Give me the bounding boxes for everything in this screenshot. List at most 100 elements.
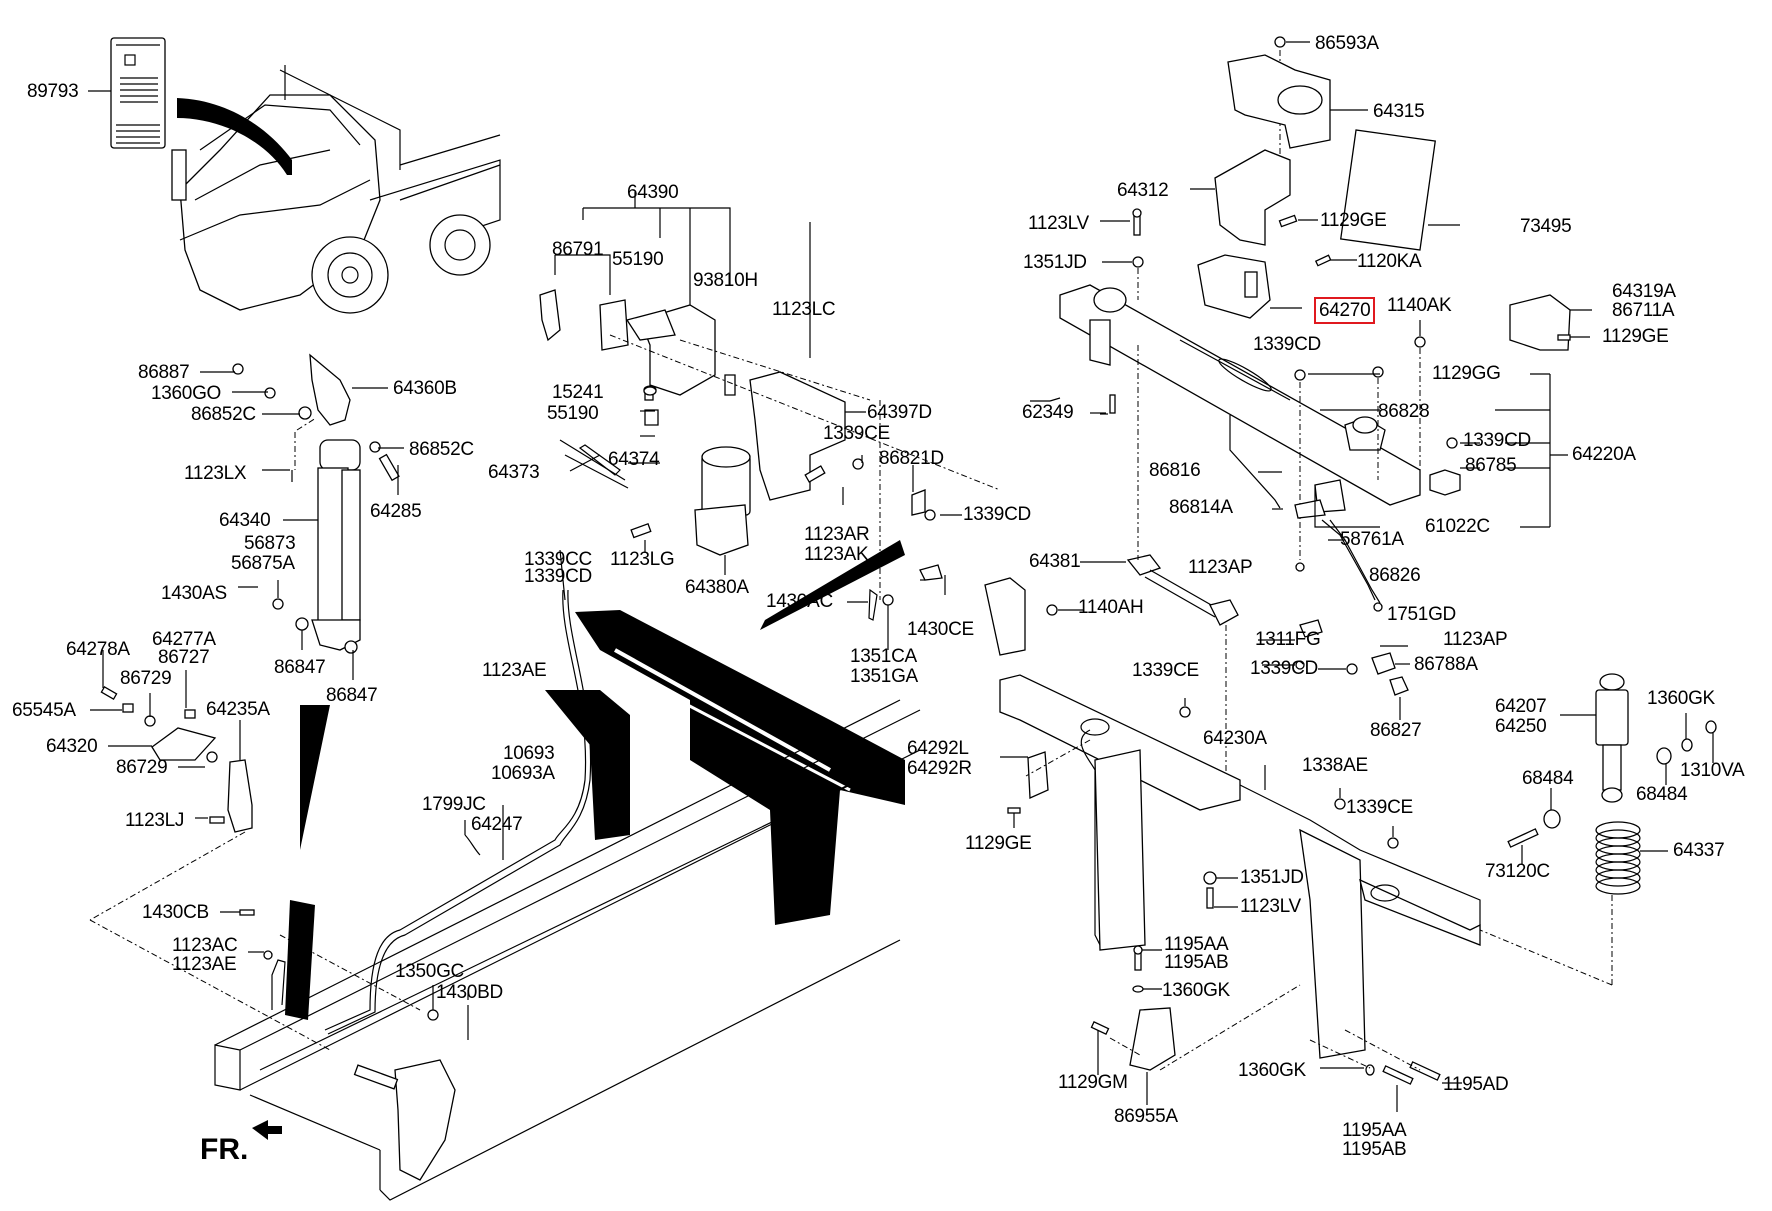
part-label[interactable]: 1351JD (1023, 252, 1087, 273)
part-label[interactable]: 1123AR (804, 524, 870, 545)
part-label-highlighted-64270[interactable]: 64270 (1313, 297, 1376, 324)
part-label[interactable]: 68484 (1522, 768, 1574, 789)
part-label[interactable]: 1123LV (1240, 896, 1301, 917)
part-label[interactable]: 64340 (219, 510, 271, 531)
part-label[interactable]: 65545A (12, 700, 76, 721)
part-label[interactable]: 1195AA (1342, 1120, 1407, 1141)
part-label[interactable]: 1430CE (907, 619, 974, 640)
part-label[interactable]: 1129GE (1320, 210, 1387, 231)
part-label[interactable]: 86852C (409, 439, 474, 460)
part-label[interactable]: 1339CC (524, 549, 592, 570)
part-label[interactable]: 1339CD (963, 504, 1031, 525)
part-label[interactable]: 86816 (1149, 460, 1201, 481)
part-label[interactable]: 1120KA (1357, 251, 1422, 272)
part-label[interactable]: 1430AS (161, 583, 227, 604)
part-label[interactable]: 1123AP (1188, 557, 1253, 578)
part-label[interactable]: 1195AA (1164, 934, 1229, 955)
part-label[interactable]: 1123LC (772, 299, 836, 320)
part-label[interactable]: 10693A (491, 763, 555, 784)
part-label[interactable]: 86788A (1414, 654, 1478, 675)
part-label[interactable]: 1123LX (184, 463, 247, 484)
part-label[interactable]: 58761A (1340, 529, 1404, 550)
part-label[interactable]: 1123LV (1028, 213, 1089, 234)
part-label[interactable]: 62349 (1022, 402, 1074, 423)
part-label[interactable]: 55190 (612, 249, 664, 270)
part-label[interactable]: 1123LG (610, 549, 675, 570)
part-label[interactable]: 1140AK (1387, 295, 1452, 316)
part-label[interactable]: 64381 (1029, 551, 1081, 572)
part-label[interactable]: 86729 (120, 668, 172, 689)
part-label[interactable]: 1430CB (142, 902, 209, 923)
part-label[interactable]: 1123AC (172, 935, 238, 956)
part-label[interactable]: 1123AP (1443, 629, 1508, 650)
part-label[interactable]: 64230A (1203, 728, 1267, 749)
part-label[interactable]: 86847 (326, 685, 378, 706)
part-label[interactable]: 86847 (274, 657, 326, 678)
part-label[interactable]: 1799JC (422, 794, 486, 815)
part-label[interactable]: 64278A (66, 639, 130, 660)
part-label[interactable]: 1123AK (804, 544, 869, 565)
part-label[interactable]: 64220A (1572, 444, 1636, 465)
part-label[interactable]: 86821D (879, 448, 944, 469)
part-label[interactable]: 73495 (1520, 216, 1572, 237)
part-label[interactable]: 1140AH (1078, 597, 1144, 618)
part-label[interactable]: 64373 (488, 462, 540, 483)
part-label[interactable]: 1339CD (524, 566, 592, 587)
part-label[interactable]: 64337 (1673, 840, 1725, 861)
part-label[interactable]: 1339CE (823, 423, 890, 444)
part-label[interactable]: 1129GE (1602, 326, 1669, 347)
part-label[interactable]: 89793 (27, 81, 79, 102)
part-label[interactable]: 86955A (1114, 1106, 1178, 1127)
part-label[interactable]: 64374 (608, 449, 660, 470)
part-label[interactable]: 1351CA (850, 646, 917, 667)
part-label[interactable]: 56873 (244, 533, 296, 554)
part-label[interactable]: 68484 (1636, 784, 1688, 805)
part-label[interactable]: 86814A (1169, 497, 1233, 518)
part-label[interactable]: 1350GC (395, 961, 464, 982)
part-label[interactable]: 1360GK (1647, 688, 1715, 709)
part-label[interactable]: 86828 (1378, 401, 1430, 422)
part-label[interactable]: 64380A (685, 577, 749, 598)
part-label[interactable]: 64207 (1495, 696, 1547, 717)
part-label[interactable]: 1339CE (1346, 797, 1413, 818)
part-label[interactable]: 1339CD (1463, 430, 1531, 451)
part-label[interactable]: 86827 (1370, 720, 1422, 741)
part-label[interactable]: 64390 (627, 182, 679, 203)
part-label[interactable]: 1338AE (1302, 755, 1368, 776)
part-label[interactable]: 64277A (152, 629, 216, 650)
part-label[interactable]: 61022C (1425, 516, 1490, 537)
part-label[interactable]: 64250 (1495, 716, 1547, 737)
part-label[interactable]: 64292R (907, 758, 972, 779)
part-label[interactable]: 1430AC (766, 591, 833, 612)
part-label[interactable]: 1339CD (1250, 658, 1318, 679)
part-label[interactable]: 1751GD (1387, 604, 1456, 625)
part-label[interactable]: 1430BD (436, 982, 503, 1003)
part-label[interactable]: 1129GM (1058, 1072, 1128, 1093)
part-label[interactable]: 55190 (547, 403, 599, 424)
part-label[interactable]: 64235A (206, 699, 270, 720)
part-label[interactable]: 15241 (552, 382, 604, 403)
part-label[interactable]: 86711A (1612, 300, 1675, 321)
part-label[interactable]: 1360GK (1162, 980, 1230, 1001)
part-label[interactable]: 1195AB (1342, 1139, 1407, 1160)
part-label[interactable]: 86593A (1315, 33, 1379, 54)
part-label[interactable]: 86785 (1465, 455, 1517, 476)
part-label[interactable]: 64292L (907, 738, 969, 759)
part-label[interactable]: 1195AD (1443, 1074, 1509, 1095)
part-label[interactable]: 1310VA (1680, 760, 1745, 781)
part-label[interactable]: 56875A (231, 553, 295, 574)
part-label[interactable]: 1123AE (172, 954, 237, 975)
part-label[interactable]: 86791 (552, 239, 604, 260)
part-label[interactable]: 1360GK (1238, 1060, 1306, 1081)
part-label[interactable]: 1339CD (1253, 334, 1321, 355)
part-label[interactable]: 73120C (1485, 861, 1550, 882)
part-label[interactable]: 86727 (158, 647, 210, 668)
part-label[interactable]: 64320 (46, 736, 98, 757)
part-label[interactable]: 64315 (1373, 101, 1425, 122)
part-label[interactable]: 1311FG (1255, 629, 1321, 650)
part-label[interactable]: 1351JD (1240, 867, 1304, 888)
part-label[interactable]: 64360B (393, 378, 457, 399)
part-label[interactable]: 86826 (1369, 565, 1421, 586)
part-label[interactable]: 64312 (1117, 180, 1169, 201)
part-label[interactable]: 1360GO (151, 383, 222, 404)
